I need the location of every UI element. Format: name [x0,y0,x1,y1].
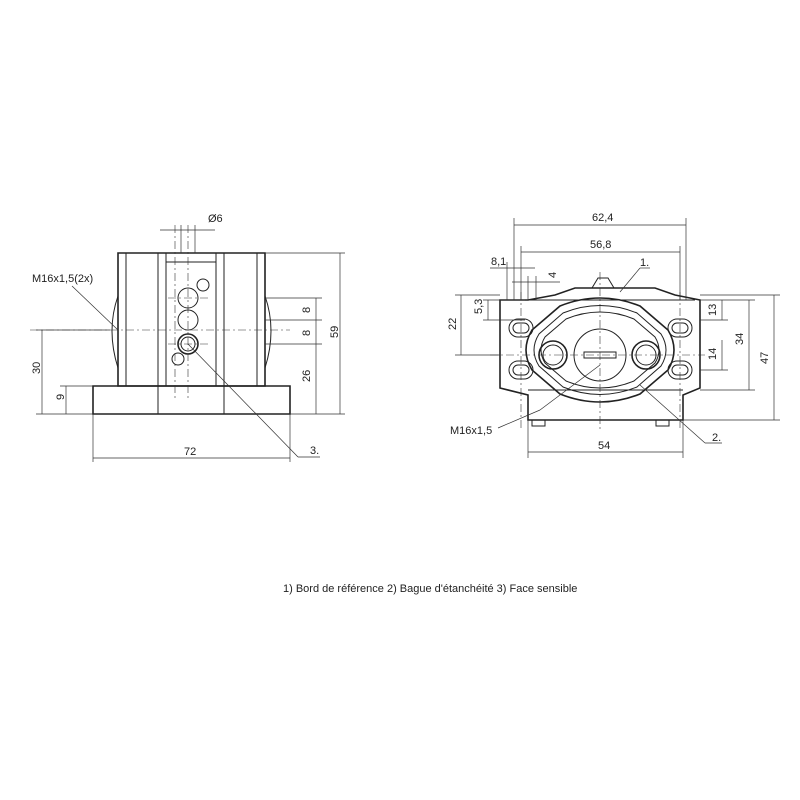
height-13-label: 13 [707,304,719,316]
pitch-8b-label: 8 [301,330,313,336]
height-59-label: 59 [329,326,341,338]
callout-1-label: 1. [640,257,649,269]
width-62-4-label: 62,4 [592,212,613,224]
height-34-label: 34 [734,333,746,345]
right-view: 62,4 56,8 8,1 4 5,3 22 13 14 [447,212,780,458]
offset-4-label: 4 [547,272,559,278]
pitch-8a-label: 8 [301,307,313,313]
width-54-label: 54 [598,440,610,452]
callout-2-label: 2. [712,432,721,444]
width-72-label: 72 [184,446,196,458]
height-22-label: 22 [447,318,459,330]
right-thread-label: M16x1,5 [450,425,492,437]
diameter-label: Ø6 [208,213,223,225]
height-26-label: 26 [301,370,313,382]
width-56-8-label: 56,8 [590,239,611,251]
offset-8-1-label: 8,1 [491,256,506,268]
height-14-label: 14 [707,348,719,360]
height-5-3-label: 5,3 [473,299,485,314]
left-view: Ø6 M16x1,5(2x) 30 9 72 8 8 26 59 [30,213,345,462]
height-47-label: 47 [759,352,771,364]
callout-3-label: 3. [310,445,319,457]
legend-caption: 1) Bord de référence 2) Bague d'étanchéi… [283,583,577,595]
height-30-label: 30 [31,362,43,374]
left-thread-label: M16x1,5(2x) [32,273,93,285]
height-9-label: 9 [55,394,67,400]
